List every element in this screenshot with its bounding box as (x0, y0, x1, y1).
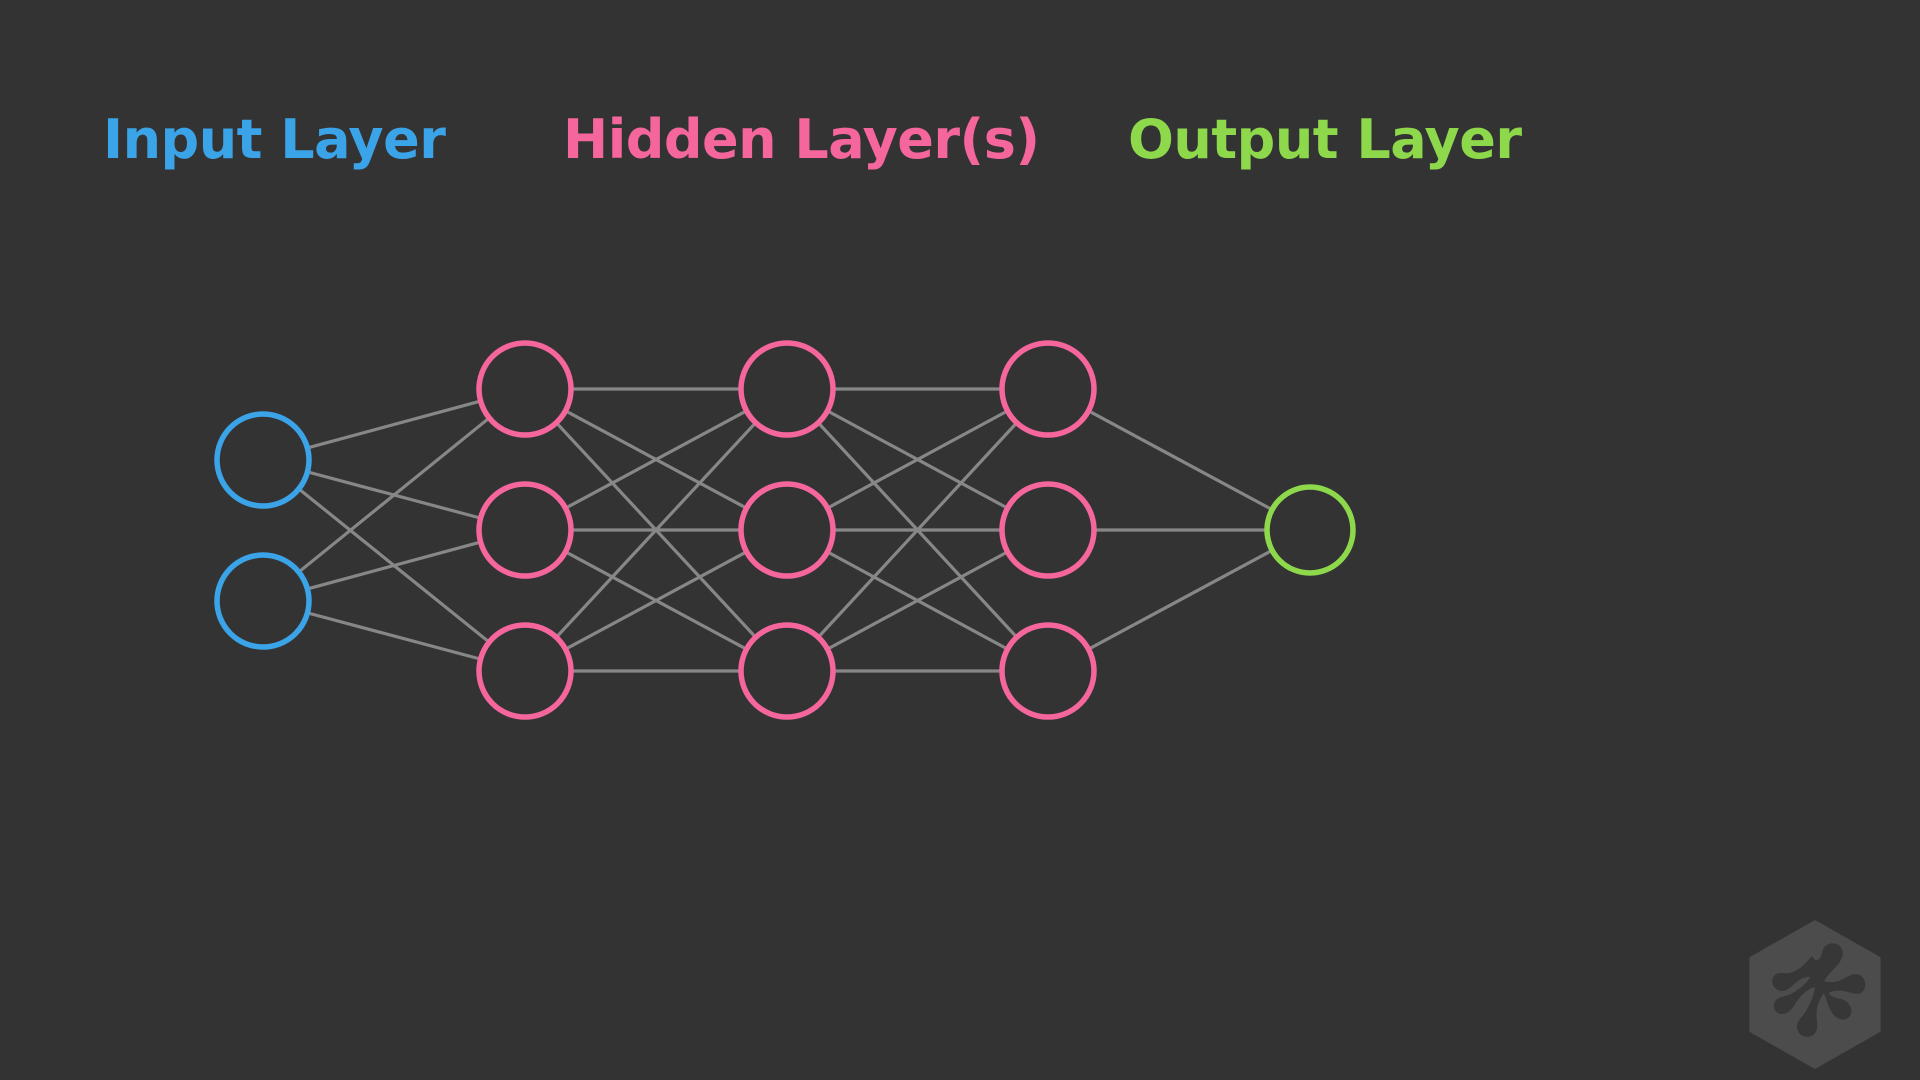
connection-in-2-to-h1-3 (305, 611, 483, 661)
connection-in-1-to-h1-1 (305, 399, 483, 450)
connection-h1-2-to-h2-1 (563, 409, 749, 510)
neuron-node-h3-1[interactable] (999, 340, 1097, 438)
connection-in-2-to-h1-2 (305, 540, 483, 591)
neuron-node-h1-3[interactable] (476, 622, 574, 720)
connection-h3-1-to-out-1 (1086, 409, 1274, 512)
neuron-node-h2-3[interactable] (738, 622, 836, 720)
neuron-node-in-1[interactable] (214, 411, 312, 509)
connection-edges (297, 387, 1274, 673)
neuron-node-out-1[interactable] (1264, 484, 1356, 576)
neuron-node-h2-1[interactable] (738, 340, 836, 438)
connection-h1-3-to-h2-2 (563, 550, 749, 651)
neuron-node-h3-3[interactable] (999, 622, 1097, 720)
connection-h1-3-to-h2-1 (554, 421, 758, 639)
connection-h2-2-to-h3-1 (825, 409, 1010, 510)
neuron-node-in-2[interactable] (214, 552, 312, 650)
neuron-node-h1-2[interactable] (476, 481, 574, 579)
input-layer-label: Input Layer (103, 108, 446, 171)
connection-h2-3-to-h3-1 (816, 421, 1019, 639)
connection-h3-3-to-out-1 (1086, 548, 1274, 651)
neuron-node-h1-1[interactable] (476, 340, 574, 438)
output-layer-label: Output Layer (1128, 108, 1522, 171)
hidden-layer-label: Hidden Layer(s) (563, 108, 1040, 171)
neuron-node-h3-2[interactable] (999, 481, 1097, 579)
connection-in-2-to-h1-1 (297, 416, 491, 574)
neuron-nodes (214, 340, 1356, 720)
connection-h2-3-to-h3-2 (825, 550, 1010, 651)
neuron-node-h2-2[interactable] (738, 481, 836, 579)
